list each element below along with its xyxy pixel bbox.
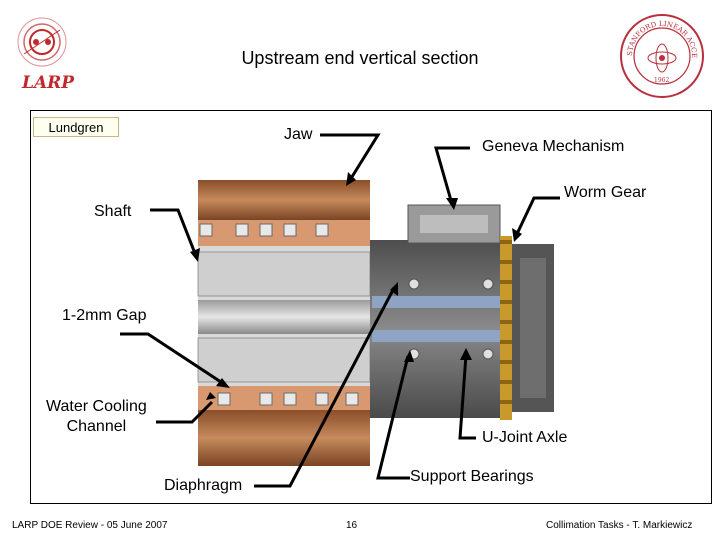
- label-water-cooling-line2: Channel: [66, 418, 127, 435]
- label-shaft: Shaft: [94, 203, 132, 220]
- slide-title: Upstream end vertical section: [241, 48, 479, 68]
- label-worm-gear: Worm Gear: [564, 184, 647, 201]
- label-gap: 1-2mm Gap: [62, 307, 147, 324]
- label-geneva-mechanism: Geneva Mechanism: [482, 138, 625, 155]
- figure-frame: [30, 110, 712, 504]
- label-jaw: Jaw: [284, 126, 313, 143]
- slac-seal-logo: STANFORD LINEAR ACCELERATOR 1962: [615, 6, 706, 100]
- label-diaphragm: Diaphragm: [164, 477, 243, 494]
- label-water-cooling-line1: Water Cooling: [46, 398, 147, 415]
- author-tag: Lundgren: [33, 117, 119, 137]
- larp-logo: LARP: [14, 14, 82, 94]
- label-water-cooling: Water Cooling Channel: [46, 397, 147, 437]
- page-number: 16: [346, 520, 358, 531]
- footer-right: Collimation Tasks - T. Markiewicz: [546, 520, 693, 531]
- svg-text:LARP: LARP: [21, 73, 75, 93]
- label-support-bearings: Support Bearings: [410, 468, 534, 485]
- svg-text:1962: 1962: [654, 77, 669, 84]
- footer-left: LARP DOE Review - 05 June 2007: [12, 520, 168, 531]
- label-ujoint-axle: U-Joint Axle: [482, 429, 568, 446]
